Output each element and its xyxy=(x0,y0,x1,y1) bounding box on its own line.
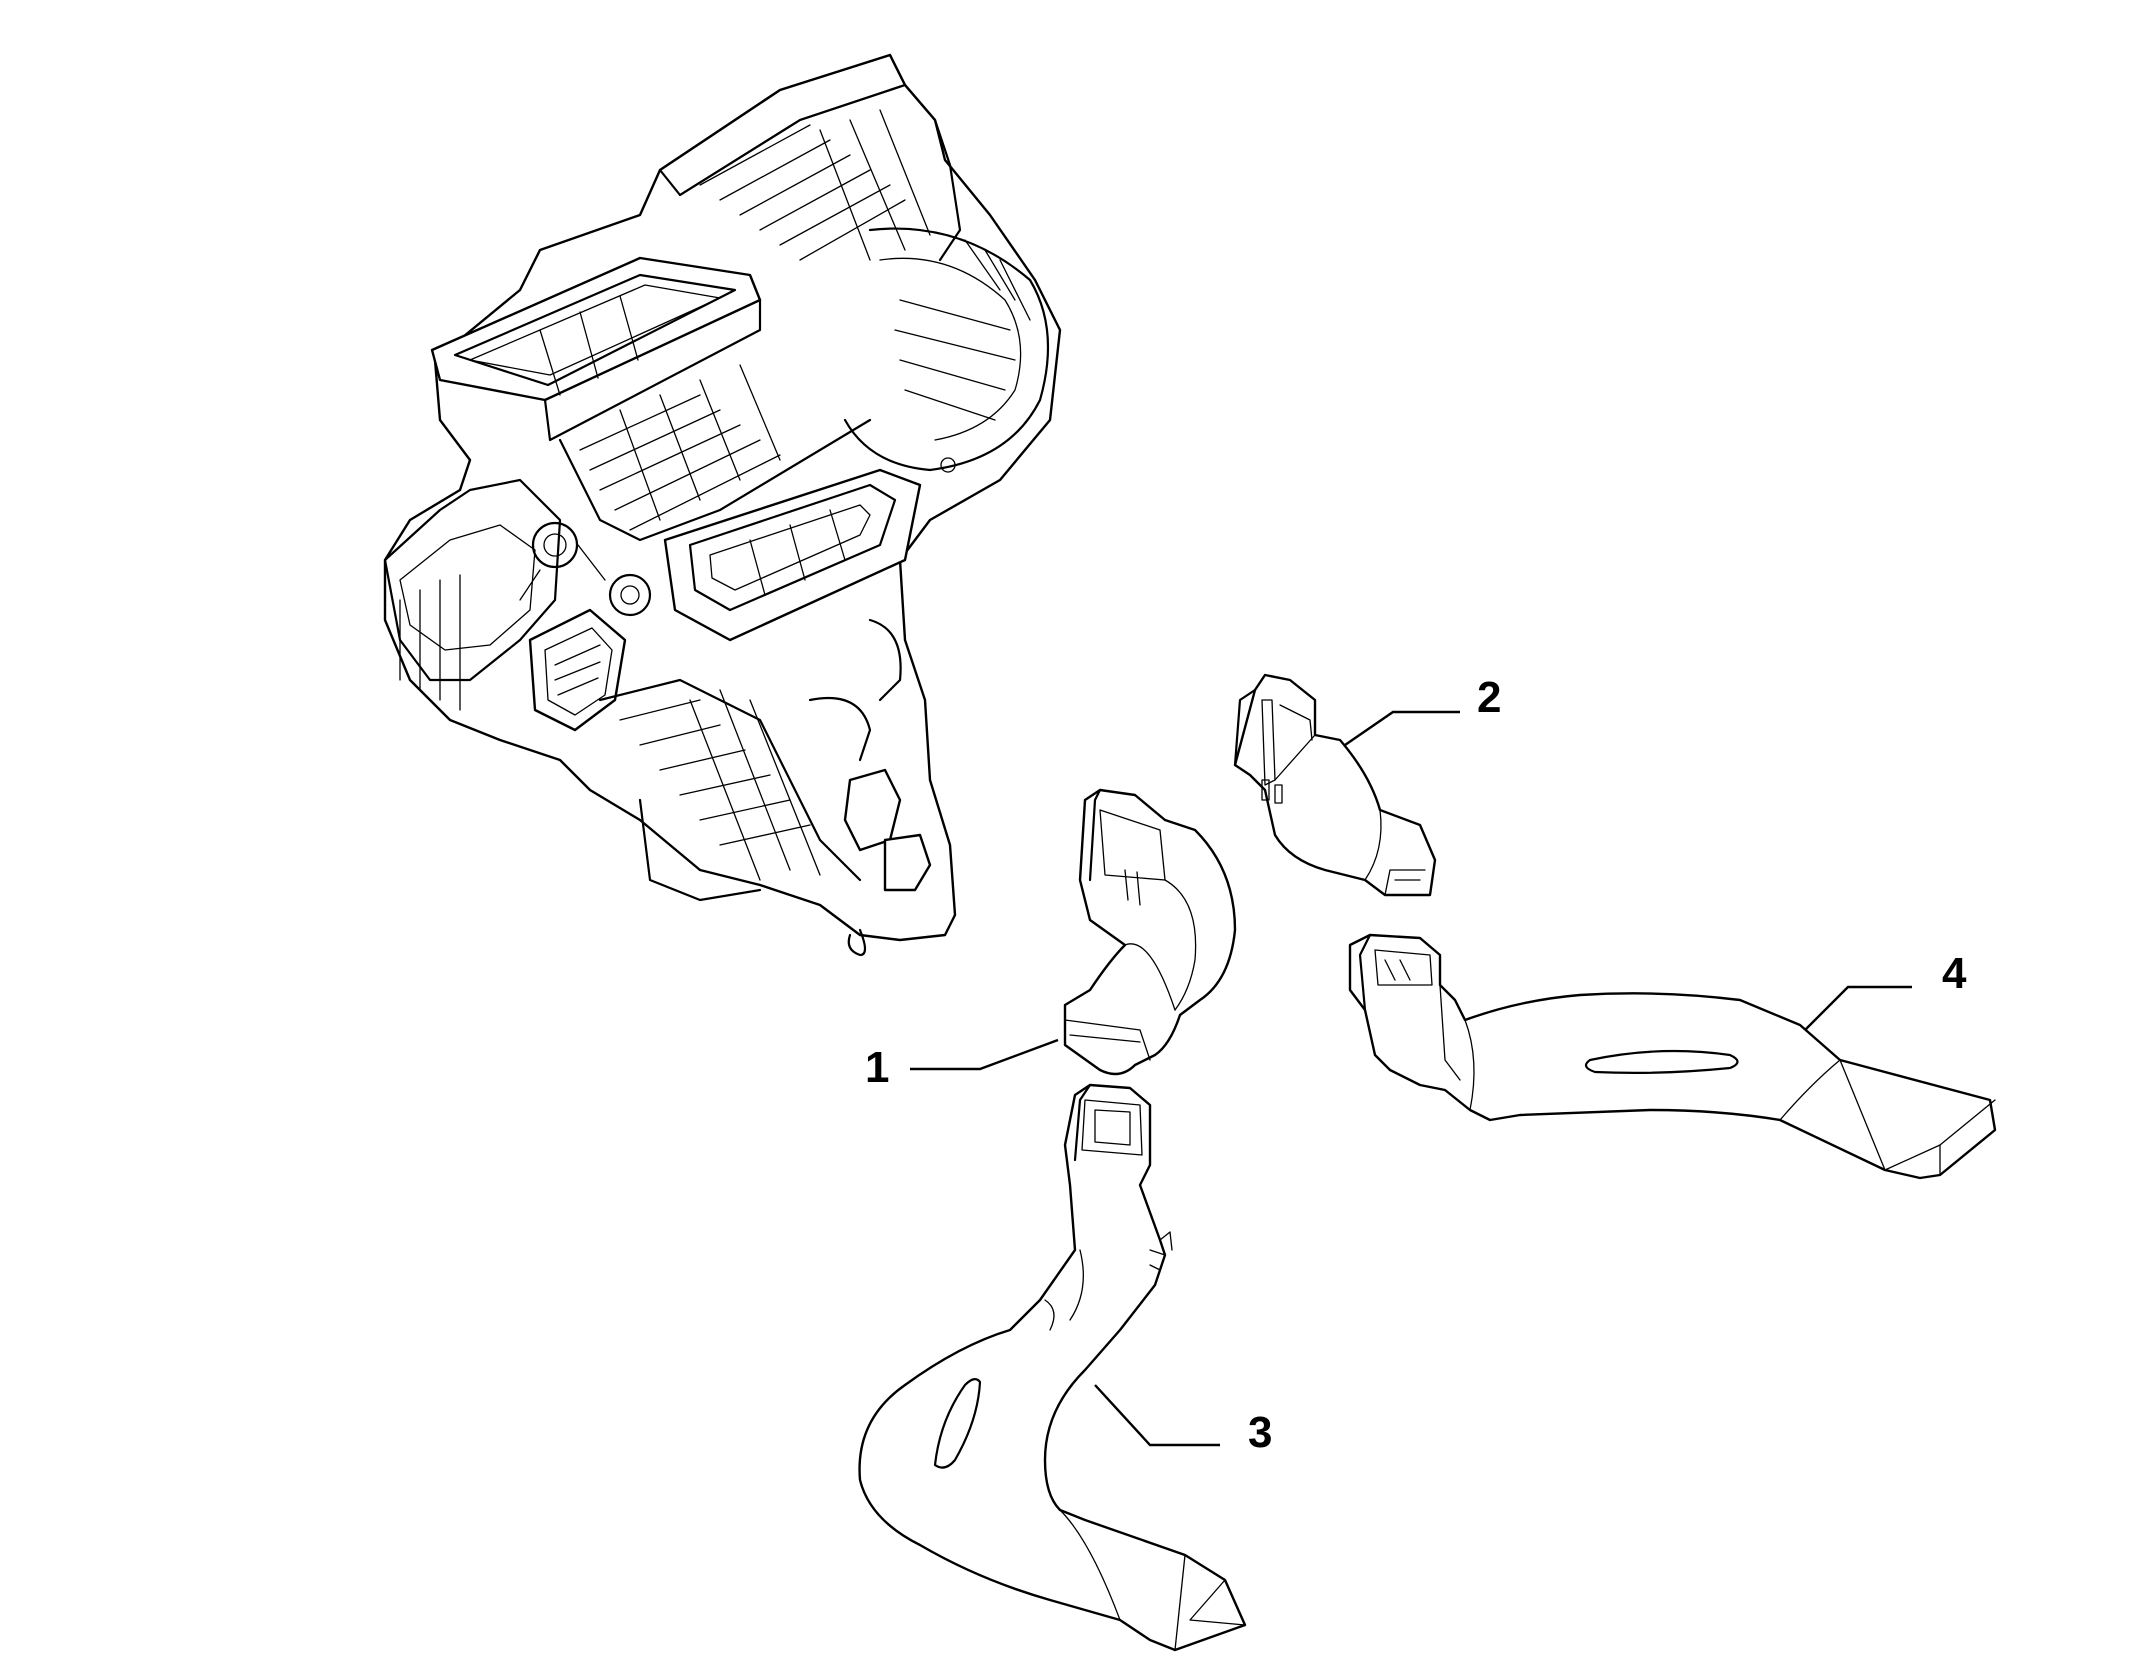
leader-3 xyxy=(1094,1384,1220,1447)
hvac-heater-assembly xyxy=(383,53,1062,957)
part-4-floor-duct xyxy=(1348,933,1997,1180)
callout-1: 1 xyxy=(865,1043,889,1092)
leader-1 xyxy=(910,1038,1059,1071)
leader-2 xyxy=(1344,710,1460,746)
part-2-elbow-duct xyxy=(1233,673,1437,897)
callout-2: 2 xyxy=(1477,673,1501,722)
callout-4: 4 xyxy=(1942,949,1967,998)
leader-4 xyxy=(1804,985,1912,1031)
part-1-bent-duct xyxy=(1063,788,1237,1076)
callout-leaders xyxy=(910,710,1912,1447)
callout-3: 3 xyxy=(1248,1408,1272,1457)
part-3-floor-duct xyxy=(858,1083,1247,1652)
